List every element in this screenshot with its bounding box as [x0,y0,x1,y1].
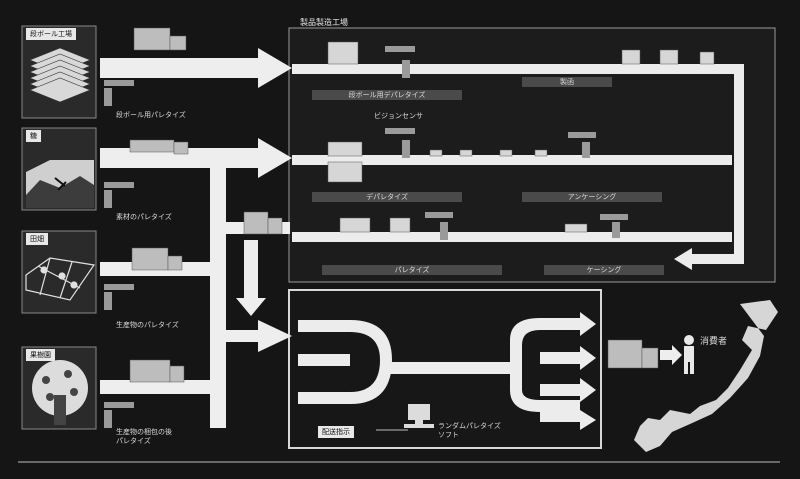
robot-arms [104,46,628,428]
flow-arrows [100,48,292,428]
factory-pallet-stacks [327,41,715,233]
robot-label-cardboard: 段ボール用パレタイズ [116,111,186,119]
line3-left-label: パレタイズ [394,266,430,274]
factory-label-bars [312,77,664,275]
trucks [129,27,659,383]
source-title-orchard: 果樹園 [26,349,55,361]
consumer-person-icon [684,335,694,374]
factory-conveyors [292,64,744,270]
vision-sensor-label: ビジョンセンサ [374,112,423,120]
order-label: 配送指示 [318,426,354,438]
japan-map-shape [634,300,778,452]
line1-box-label: 製函 [560,78,574,86]
line2-right-label: アンケーシング [567,193,617,201]
source-title-cardboard: 段ボール工場 [26,28,76,40]
line1-label: 段ボール用デパレタイズ [348,91,426,99]
source-title-field: 田畑 [26,233,48,245]
consumer-label: 消費者 [700,337,728,347]
robot-label-sugar: 素材のパレタイズ [116,213,172,221]
software-label: ランダムパレタイズ ソフト [438,422,501,439]
source-title-sugar: 糖 [26,130,41,142]
cardboard-stack-illustration [29,47,91,103]
factory-title: 製品製造工場 [300,18,348,27]
distribution-conveyors [298,312,596,430]
line2-left-label: デパレタイズ [366,193,408,201]
line3-right-label: ケーシング [586,266,622,274]
computer-monitor-icon [404,404,434,428]
orchard-tree-illustration [32,360,88,425]
to-consumer-arrow [660,345,682,365]
field-grid-illustration [25,257,96,301]
robot-label-orchard: 生産物の梱包の後 パレタイズ [116,428,172,445]
sugar-field-illustration [26,160,94,208]
robot-label-field: 生産物のパレタイズ [116,321,179,329]
